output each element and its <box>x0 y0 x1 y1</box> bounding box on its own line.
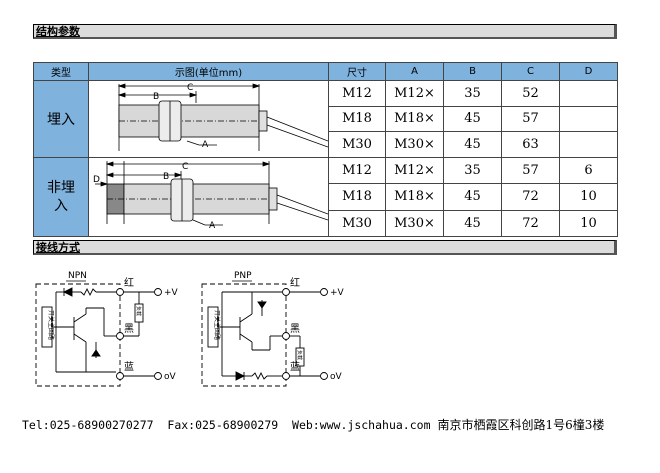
pnp-zero-label: oV <box>330 372 343 382</box>
size-cell: M18 <box>328 105 386 133</box>
a-cell: M12× <box>385 80 444 107</box>
b-cell: 35 <box>443 80 502 107</box>
header-type: 类型 <box>33 62 89 81</box>
npn-blue-label: 蓝 <box>124 361 134 373</box>
header-c: C <box>501 62 560 81</box>
size-cell: M30 <box>328 131 386 158</box>
dim-c-label: C <box>187 83 193 93</box>
a-cell: M18× <box>385 105 444 133</box>
npn-plus-label: +V <box>164 288 179 298</box>
pnp-red-label: 红 <box>290 276 300 289</box>
dim-b-label: B <box>163 172 169 182</box>
type-cell-flush: 埋入 <box>33 80 89 158</box>
c-cell: 72 <box>501 209 560 238</box>
dim-b-label: B <box>153 92 159 102</box>
dim-c-label: C <box>182 162 188 172</box>
dim-a-label: A <box>209 221 216 231</box>
b-cell: 45 <box>443 183 502 211</box>
d-cell <box>559 131 618 158</box>
c-cell: 63 <box>501 131 560 158</box>
size-cell: M30 <box>328 209 386 238</box>
pnp-circuit-label: 开关主回路 <box>213 310 221 340</box>
header-a: A <box>385 62 444 81</box>
a-cell: M12× <box>385 156 444 185</box>
header-size: 尺寸 <box>328 62 386 81</box>
a-cell: M30× <box>385 131 444 158</box>
d-cell <box>559 80 618 107</box>
pnp-wiring-diagram: PNP 红 +V 黑 蓝 oV 开关主回路 负载 <box>201 271 345 387</box>
npn-black-label: 黑 <box>124 323 134 335</box>
table-row: M30 M30× 45 63 <box>34 131 618 158</box>
a-cell: M30× <box>385 209 444 238</box>
size-cell: M12 <box>328 80 386 107</box>
d-cell: 10 <box>559 209 618 238</box>
spec-table: 类型 示图(单位mm) 尺寸 A B C D 埋入 <box>33 62 618 238</box>
d-cell: 10 <box>559 183 618 211</box>
b-cell: 35 <box>443 156 502 185</box>
dim-d-label: D <box>93 175 100 185</box>
pnp-blue-label: 蓝 <box>290 361 300 373</box>
table-header-row: 类型 示图(单位mm) 尺寸 A B C D <box>33 62 618 81</box>
pnp-load-label: 负载 <box>296 350 303 360</box>
table-row: 非埋入 <box>33 156 618 237</box>
c-cell: 57 <box>501 156 560 185</box>
structure-section-title: 结构参数 <box>36 25 80 38</box>
c-cell: 57 <box>501 105 560 133</box>
table-row: 埋入 <box>33 80 618 158</box>
c-cell: 72 <box>501 183 560 211</box>
wiring-section-bar: 接线方式 <box>33 240 617 255</box>
type-nonflush-label: 非埋入 <box>47 180 75 214</box>
b-cell: 45 <box>443 131 502 158</box>
npn-red-label: 红 <box>124 276 134 289</box>
size-cell: M12 <box>328 156 386 185</box>
npn-zero-label: oV <box>164 372 177 382</box>
table-row: M30 M30× 45 72 10 <box>34 209 618 238</box>
c-cell: 52 <box>501 80 560 107</box>
nonflush-sensor-diagram: C B D A <box>88 157 329 237</box>
pnp-title: PNP <box>234 271 252 281</box>
d-cell <box>559 105 618 133</box>
wiring-section-title: 接线方式 <box>36 241 80 254</box>
nonflush-sensor-drawing: C B D A <box>93 161 329 231</box>
npn-title: NPN <box>68 271 87 281</box>
header-b: B <box>443 62 502 81</box>
pnp-plus-label: +V <box>330 288 345 298</box>
dim-a-label: A <box>202 140 209 150</box>
b-cell: 45 <box>443 209 502 238</box>
npn-wiring-diagram: NPN 红 +V 黑 蓝 oV 开关主回路 负载 <box>35 271 179 387</box>
flush-sensor-diagram: C B A <box>88 80 329 158</box>
footer-contact: Tel:025-68900270277 Fax:025-68900279 Web… <box>22 418 431 432</box>
a-cell: M18× <box>385 183 444 211</box>
flush-sensor-drawing: C B A <box>117 83 329 151</box>
footer-address: 南京市栖霞区科创路1号6橦3楼 <box>437 418 605 432</box>
type-cell-nonflush: 非埋入 <box>33 157 89 237</box>
header-diagram: 示图(单位mm) <box>88 62 329 81</box>
npn-load-label: 负载 <box>135 306 142 316</box>
footer: Tel:025-68900270277 Fax:025-68900279 Web… <box>22 416 604 433</box>
table-row: M18 M18× 45 57 <box>34 105 618 133</box>
size-cell: M18 <box>328 183 386 211</box>
b-cell: 45 <box>443 105 502 133</box>
d-cell: 6 <box>559 156 618 185</box>
npn-circuit-label: 开关主回路 <box>47 310 55 340</box>
header-d: D <box>559 62 618 81</box>
pnp-black-label: 黑 <box>290 323 300 335</box>
structure-section-bar: 结构参数 <box>33 24 617 39</box>
